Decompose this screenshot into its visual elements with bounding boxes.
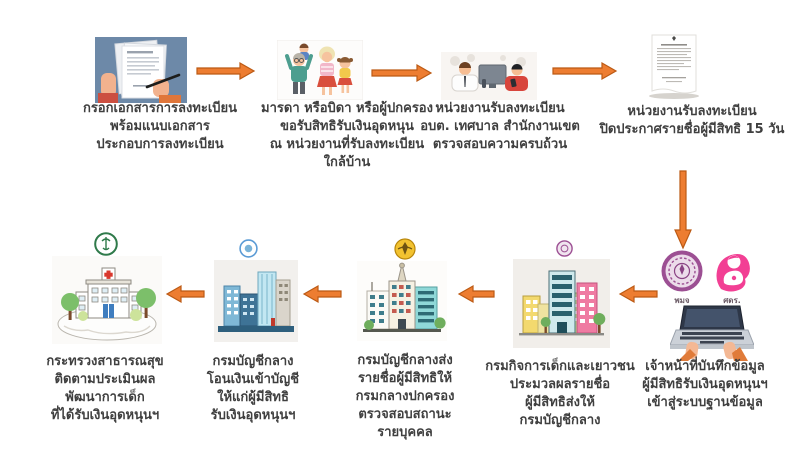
arrow-right-icon-1 (196, 60, 256, 82)
pmj-logo (660, 249, 704, 293)
announcement-document-illustration (645, 33, 703, 101)
arrow-left-icon-2 (457, 284, 495, 304)
data-entry-laptop-illustration (670, 305, 754, 361)
step-caption-4: หน่วยงานรับลงทะเบียน ปิดประกาศรายชื่อผู้… (599, 104, 785, 137)
step-caption-9: กระทรวงสาธารณสุข ติดตามประเมินผล พัฒนากา… (46, 354, 164, 423)
arrow-left-icon-3 (302, 284, 342, 304)
arrow-right-icon-2 (371, 62, 433, 84)
step-caption-8: กรมบัญชีกลาง โอนเงินเข้าบัญชี ให้แก่ผู้ม… (206, 354, 300, 423)
arrow-left-icon-1 (618, 284, 658, 304)
registration-officers-illustration (441, 52, 537, 100)
family-illustration (277, 40, 363, 100)
moph-hospital-illustration (52, 256, 162, 344)
step-caption-6: กรมกิจการเด็กและเยาวชน ประมวลผลรายชื่อ ผ… (485, 359, 635, 428)
pmj-logo-label: พมจ (674, 296, 690, 305)
sdr-logo-label: ศดร. (723, 296, 741, 305)
step-caption-1: กรอกเอกสารการลงทะเบียน พร้อมแนบเอกสาร ปร… (82, 101, 238, 152)
moph-emblem-icon (94, 232, 118, 256)
dcy-buildings-illustration (513, 259, 610, 348)
cgd-gold-emblem-icon (394, 238, 416, 260)
cgd-transfer-buildings-illustration (214, 260, 298, 342)
sdr-logo (711, 247, 753, 293)
arrow-left-icon-4 (165, 284, 205, 304)
cgd-blue-emblem-icon (239, 239, 258, 258)
step-caption-7: กรมบัญชีกลางส่ง รายชื่อผู้มีสิทธิให้ กรม… (355, 353, 455, 440)
step-caption-5: เจ้าหน้าที่บันทึกข้อมูล ผู้มีสิทธิรับเงิ… (642, 359, 768, 410)
arrow-down-icon (672, 170, 694, 250)
cgd-tower-building-illustration (357, 261, 447, 341)
step-caption-3: หน่วยงานรับลงทะเบียน อบต. เทศบาล สำนักงา… (420, 101, 580, 152)
form-filling-illustration (95, 37, 187, 103)
step-caption-2: มารดา หรือบิดา หรือผู้ปกครอง ขอรับสิทธิร… (261, 101, 433, 170)
arrow-right-icon-3 (552, 60, 618, 82)
dcy-emblem-icon (556, 240, 573, 257)
